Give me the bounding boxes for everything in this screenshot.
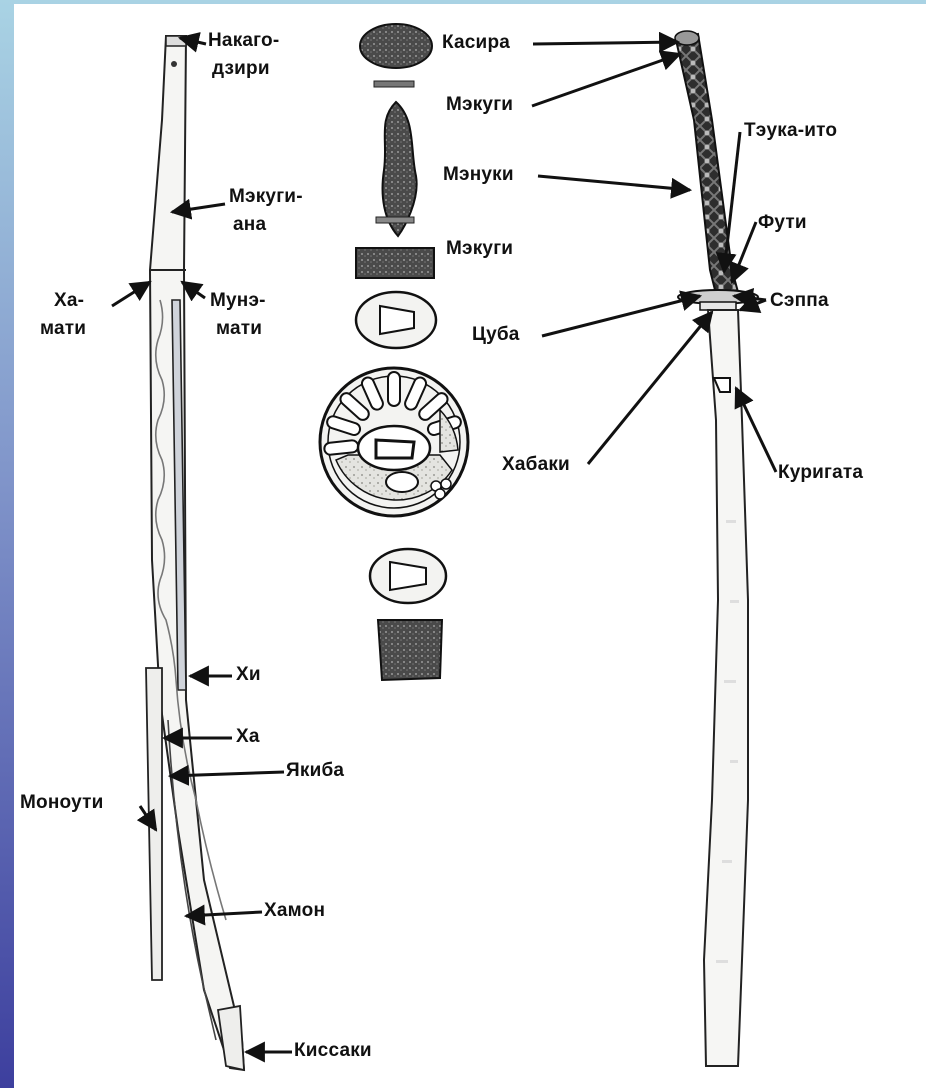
label-nakago: Накаго- bbox=[208, 30, 279, 52]
tsuka-handle bbox=[676, 34, 738, 294]
label-mekugi-mid: Мэкуги bbox=[446, 238, 513, 260]
habaki-part bbox=[378, 620, 442, 680]
mounted-blade bbox=[704, 310, 748, 1066]
label-ha: Ха bbox=[236, 726, 260, 748]
mekugi-pin-top bbox=[374, 81, 414, 87]
mounted-sword bbox=[675, 31, 758, 1066]
label-mekugi-top: Мэкуги bbox=[446, 94, 513, 116]
label-kissaki: Киссаки bbox=[294, 1040, 372, 1062]
label-hi: Хи bbox=[236, 664, 261, 686]
mekugi-ana-hole bbox=[171, 61, 177, 67]
label-habaki: Хабаки bbox=[502, 454, 570, 476]
label-tsuka-ito: Тэука-ито bbox=[744, 120, 837, 142]
label-seppa: Сэппа bbox=[770, 290, 829, 312]
label-mekugi-ana-2: ана bbox=[233, 214, 266, 236]
kashira-cap bbox=[675, 31, 699, 45]
label-hamachi-2: мати bbox=[40, 318, 86, 340]
label-mekugi-ana: Мэкуги- bbox=[229, 186, 303, 208]
tsuba-part bbox=[320, 368, 468, 516]
menuki-part bbox=[383, 102, 417, 236]
label-kashira: Касира bbox=[442, 32, 510, 54]
label-hamachi: Ха- bbox=[54, 290, 84, 312]
leader-arrows bbox=[112, 38, 776, 1052]
label-hamon: Хамон bbox=[264, 900, 325, 922]
label-yakiba: Якиба bbox=[286, 760, 344, 782]
label-nakago-2: дзири bbox=[212, 58, 270, 80]
kissaki-tip bbox=[218, 1006, 244, 1070]
kashira-part bbox=[360, 24, 432, 68]
fittings-column bbox=[320, 24, 468, 680]
label-kurigata: Куригата bbox=[778, 462, 863, 484]
label-munemachi: Мунэ- bbox=[210, 290, 266, 312]
fuchi-part bbox=[356, 248, 434, 278]
label-menuki: Мэнуки bbox=[443, 164, 514, 186]
label-monouchi: Моноути bbox=[20, 792, 103, 814]
label-munemachi-2: мати bbox=[216, 318, 262, 340]
monouchi-section bbox=[146, 668, 162, 980]
mekugi-pin-mid bbox=[376, 217, 414, 223]
label-tsuba: Цуба bbox=[472, 324, 520, 346]
label-fuchi: Фути bbox=[758, 212, 807, 234]
